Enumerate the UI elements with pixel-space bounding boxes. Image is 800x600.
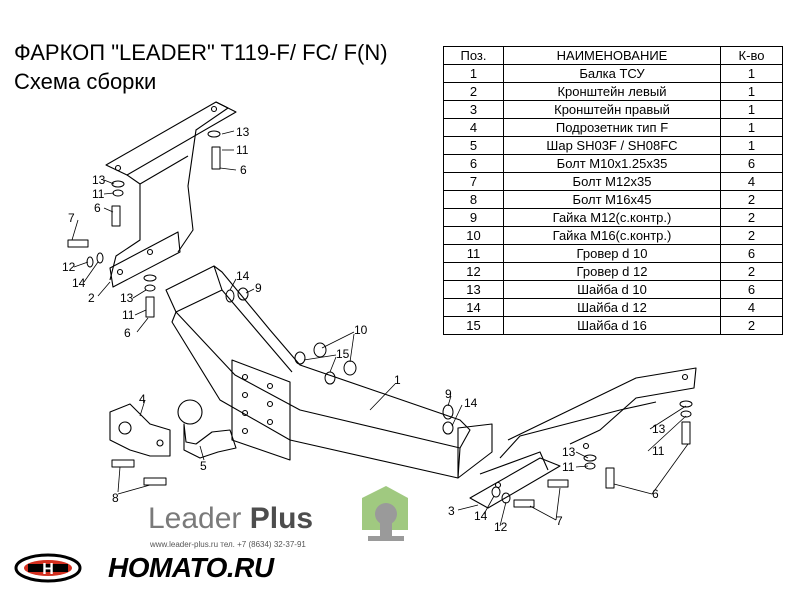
callout-label: 11 bbox=[652, 444, 665, 458]
callout-label: 11 bbox=[122, 308, 135, 322]
callout-label: 14 bbox=[464, 396, 478, 410]
cell-name: Болт М10х1.25х35 bbox=[503, 154, 721, 173]
callout-label: 8 bbox=[112, 491, 119, 505]
brand-contact: www.leader-plus.ru тел. +7 (8634) 32-37-… bbox=[150, 540, 306, 549]
callout-label: 6 bbox=[94, 201, 101, 215]
callout-label: 9 bbox=[255, 281, 262, 295]
callout-label: 5 bbox=[200, 459, 207, 473]
callout-label: 13 bbox=[92, 173, 106, 187]
callout-label: 14 bbox=[236, 269, 250, 283]
callout-label: 9 bbox=[445, 387, 452, 401]
fasteners bbox=[67, 130, 693, 508]
callout-label: 12 bbox=[62, 260, 76, 274]
mount-plate bbox=[231, 359, 291, 461]
left-bracket bbox=[105, 101, 237, 288]
callout-label: 4 bbox=[139, 392, 146, 406]
callout-label: 6 bbox=[240, 163, 247, 177]
tow-ball bbox=[177, 399, 237, 459]
callout-label: 6 bbox=[124, 326, 131, 340]
callout-label: 11 bbox=[92, 187, 105, 201]
cell-name: Гайка М16(с.контр.) bbox=[503, 226, 721, 245]
callout-label: 10 bbox=[354, 323, 368, 337]
parts-table-header: Поз. НАИМЕНОВАНИЕ К-во bbox=[443, 46, 783, 65]
main-beam bbox=[165, 265, 493, 479]
callout-label: 3 bbox=[448, 504, 455, 518]
cell-name: Шар SH03F / SH08FC bbox=[503, 136, 721, 155]
callout-label: 13 bbox=[562, 445, 576, 459]
right-bracket bbox=[469, 367, 697, 509]
cell-name: Подрозетник тип F bbox=[503, 118, 721, 137]
cell-name: Кронштейн левый bbox=[503, 82, 721, 101]
cell-qty: 2 bbox=[720, 316, 783, 335]
homato-logo-icon: H bbox=[14, 553, 82, 583]
cell-pos: 11 bbox=[443, 244, 504, 263]
callout-label: 13 bbox=[236, 125, 250, 139]
cell-qty: 1 bbox=[720, 136, 783, 155]
callout-label: 15 bbox=[336, 347, 350, 361]
callout-label: 7 bbox=[68, 211, 75, 225]
callout-label: 12 bbox=[494, 520, 508, 534]
callout-label: 1 bbox=[394, 373, 401, 387]
header-pos: Поз. bbox=[443, 46, 504, 65]
leader-plus-logo-icon bbox=[362, 486, 408, 541]
callout-label: 13 bbox=[652, 422, 666, 436]
cell-qty: 4 bbox=[720, 298, 783, 317]
callout-label: 14 bbox=[72, 276, 86, 290]
callout-label: 14 bbox=[474, 509, 488, 523]
callout-label: 11 bbox=[562, 460, 575, 474]
socket-bracket bbox=[109, 403, 171, 457]
cell-name: Гайка М12(с.контр.) bbox=[503, 208, 721, 227]
watermark-text: HOMATO.RU bbox=[108, 552, 274, 583]
brand-name: Leader Plus bbox=[148, 502, 314, 535]
callout-label: 2 bbox=[88, 291, 95, 305]
leader-lines bbox=[71, 130, 689, 527]
svg-text:H: H bbox=[42, 561, 54, 578]
callout-label: 7 bbox=[556, 514, 563, 528]
page-subtitle: Схема сборки bbox=[14, 69, 157, 94]
callout-label: 11 bbox=[236, 143, 249, 157]
callout-label: 13 bbox=[120, 291, 134, 305]
page-title: ФАРКОП "LEADER" T119-F/ FC/ F(N) bbox=[14, 40, 388, 65]
cell-name: Шайба d 16 bbox=[503, 316, 721, 335]
callout-label: 6 bbox=[652, 487, 659, 501]
